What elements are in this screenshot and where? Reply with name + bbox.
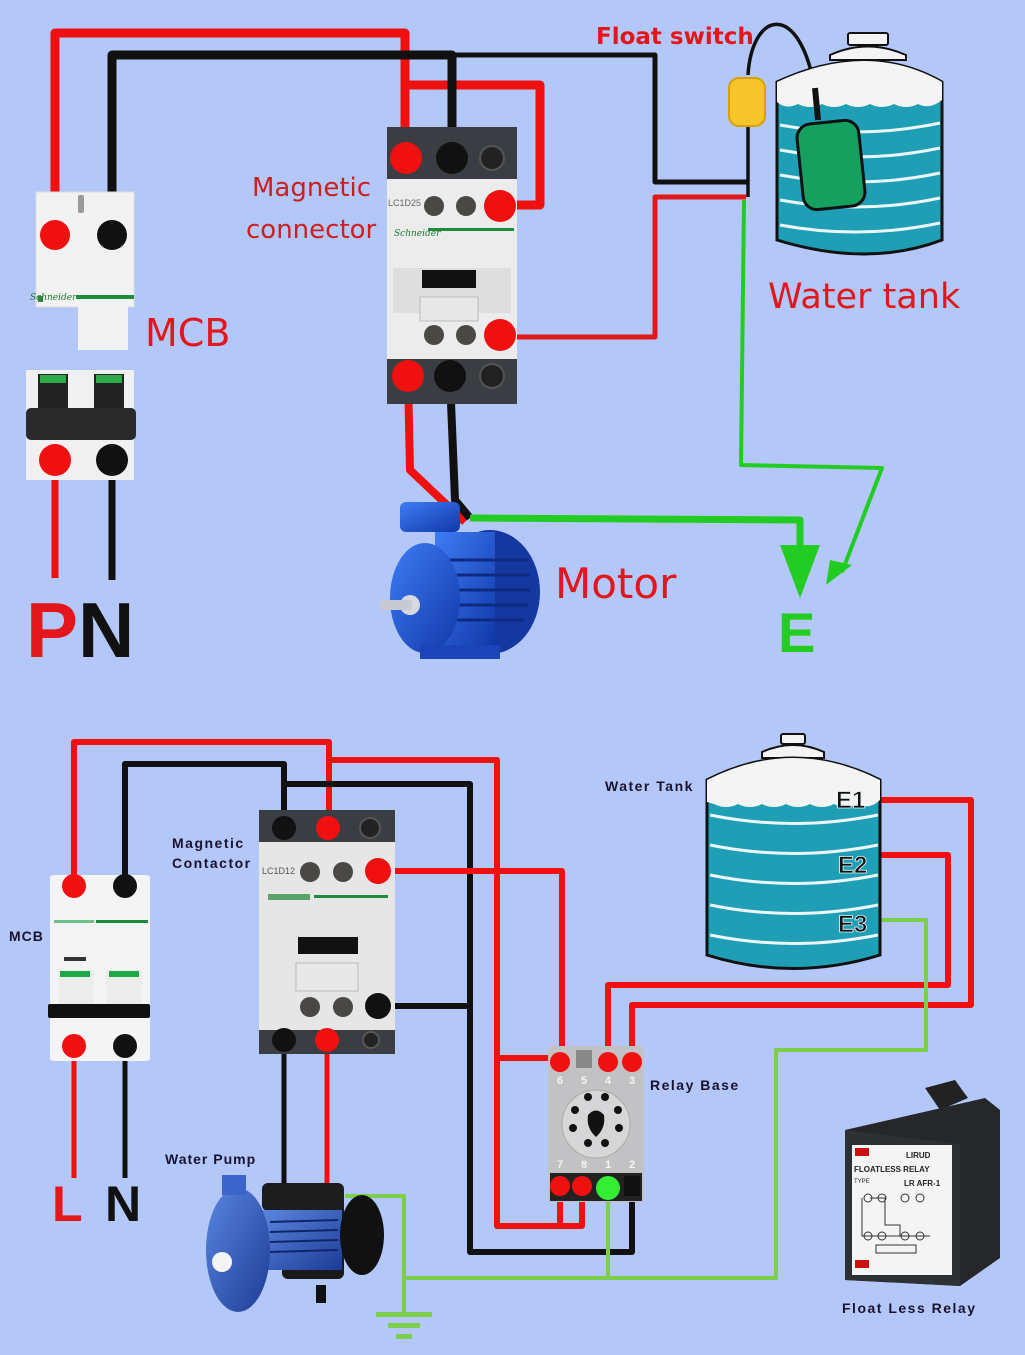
mcb-terminal-live-in[interactable] bbox=[40, 220, 70, 250]
electrode-e3-label: E3 bbox=[838, 911, 867, 938]
mcb-brand-logo: Schneider bbox=[30, 293, 77, 303]
float-switch-body[interactable] bbox=[728, 77, 766, 127]
contactor-model-label: LC1D25 bbox=[388, 198, 421, 208]
neutral-wire-to-float-switch bbox=[452, 52, 748, 185]
live-wire-contactor-aux bbox=[405, 80, 545, 210]
relay-pin-1: 1 bbox=[605, 1159, 611, 1171]
magnetic-contactor-bottom[interactable]: LC1D12 LIRUD bbox=[259, 810, 395, 1054]
relay-pin-3: 3 bbox=[629, 1075, 635, 1087]
ground-symbol bbox=[376, 1312, 432, 1339]
water-tank-label-top: Water tank bbox=[768, 277, 961, 317]
magnetic-connector-label-line1: Magnetic bbox=[252, 173, 371, 203]
water-pump-label: Water Pump bbox=[165, 1151, 256, 1167]
relay-type-label: TYPE bbox=[854, 1179, 870, 1185]
mcb-toggle[interactable] bbox=[26, 408, 136, 440]
float-switch-bulb bbox=[795, 118, 867, 212]
mcb-terminal-neutral-out[interactable] bbox=[96, 444, 128, 476]
mcb-top[interactable]: Schneider bbox=[30, 191, 135, 350]
coil-wire-to-relay-pin4 bbox=[378, 868, 565, 1062]
relay-pin-6: 6 bbox=[557, 1075, 563, 1087]
float-switch-label: Float switch bbox=[596, 24, 754, 50]
water-tank-label-bottom: Water Tank bbox=[605, 778, 694, 794]
relay-pin-2: 2 bbox=[629, 1159, 635, 1171]
earth-arrow-float bbox=[826, 560, 852, 585]
magnetic-contactor-label-line2: Contactor bbox=[172, 855, 252, 871]
electrode-e2-label: E2 bbox=[838, 852, 867, 879]
magnetic-connector-label-line2: connector bbox=[246, 215, 377, 245]
electrode-e3-wire bbox=[405, 918, 928, 1280]
relay-base[interactable]: 6 5 4 3 7 8 1 2 bbox=[548, 1046, 644, 1202]
earth-label: E bbox=[778, 601, 815, 664]
earth-wire-float-switch bbox=[739, 199, 884, 573]
magnetic-contactor-top[interactable]: LC1D25 Schneider bbox=[387, 127, 517, 404]
neutral-wire-to-relay-pin2 bbox=[284, 781, 635, 1255]
live-label: L bbox=[52, 1176, 83, 1232]
motor-neutral-wire bbox=[446, 377, 474, 521]
top-diagram: Schneider LC1D25 bbox=[26, 22, 961, 674]
relay-model: LR AFR-1 bbox=[904, 1179, 941, 1188]
mcb-label-bottom: MCB bbox=[9, 928, 44, 944]
relay-pin-7: 7 bbox=[557, 1159, 563, 1171]
electrode-e2-wire bbox=[605, 852, 951, 1062]
relay-product-name: FLOATLESS RELAY bbox=[854, 1165, 930, 1174]
control-wire-coil-to-float-switch bbox=[500, 194, 746, 340]
water-pump bbox=[206, 1175, 384, 1312]
water-tank-top bbox=[775, 32, 944, 256]
float-switch-cable bbox=[746, 22, 817, 197]
relay-pin-5: 5 bbox=[581, 1075, 587, 1087]
mcb-label-top: MCB bbox=[145, 311, 230, 355]
magnetic-contactor-label-line1: Magnetic bbox=[172, 835, 245, 851]
mcb-terminal-neutral-in[interactable] bbox=[97, 220, 127, 250]
float-less-relay-label: Float Less Relay bbox=[842, 1300, 977, 1316]
mcb-top-lower[interactable] bbox=[26, 370, 136, 480]
neutral-wire-mcb-to-contactor-b bbox=[122, 761, 287, 886]
phase-label: P bbox=[26, 586, 78, 674]
water-tank-bottom bbox=[705, 733, 882, 970]
live-wire-to-relay-pin6 bbox=[329, 757, 560, 1061]
mcb-terminal-phase-out[interactable] bbox=[39, 444, 71, 476]
neutral-label-top: N bbox=[78, 586, 134, 674]
earth-arrow-motor bbox=[780, 545, 820, 598]
relay-base-label: Relay Base bbox=[650, 1077, 740, 1093]
motor-label: Motor bbox=[555, 559, 677, 608]
floatless-relay: LIRUD FLOATLESS RELAY TYPE LR AFR-1 bbox=[845, 1080, 1000, 1286]
electrode-e1-label: E1 bbox=[836, 787, 865, 814]
mcb-bottom-toggle[interactable] bbox=[48, 1004, 150, 1018]
mcb-bottom[interactable] bbox=[48, 874, 150, 1061]
contactor-brand-logo: Schneider bbox=[394, 229, 441, 239]
relay-pin-4: 4 bbox=[605, 1075, 612, 1087]
motor bbox=[380, 502, 540, 659]
relay-brand: LIRUD bbox=[906, 1151, 931, 1160]
live-wire-mcb-to-contactor bbox=[50, 28, 410, 235]
relay-pin-8: 8 bbox=[581, 1159, 587, 1171]
neutral-label-bottom: N bbox=[105, 1176, 141, 1232]
bottom-diagram: LC1D12 LIRUD bbox=[9, 733, 1000, 1339]
contactor-bottom-model: LC1D12 bbox=[262, 866, 295, 876]
bottom-wires bbox=[71, 739, 974, 1312]
neutral-wire-mcb-to-contactor bbox=[107, 50, 457, 235]
electrode-e1-wire bbox=[629, 797, 974, 1062]
